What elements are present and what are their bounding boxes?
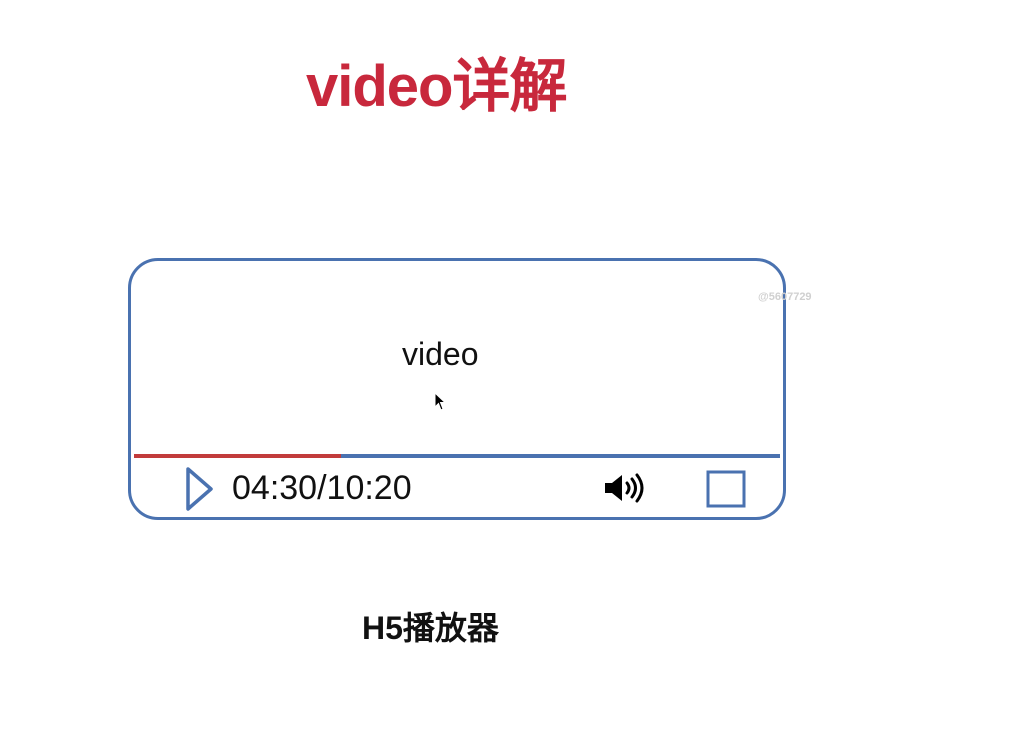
play-icon[interactable] [184,466,214,512]
video-area-label: video [402,336,479,372]
watermark: @5607729 [758,291,812,303]
diagram-caption: H5播放器 [362,610,499,646]
progress-bar[interactable] [134,454,780,458]
volume-icon[interactable] [602,472,648,504]
fullscreen-icon[interactable] [706,470,746,508]
mouse-cursor-icon [434,392,447,411]
progress-played [134,454,341,458]
time-readout: 04:30/10:20 [232,469,412,507]
video-player-frame [128,258,786,520]
page-title: video详解 [306,54,567,119]
